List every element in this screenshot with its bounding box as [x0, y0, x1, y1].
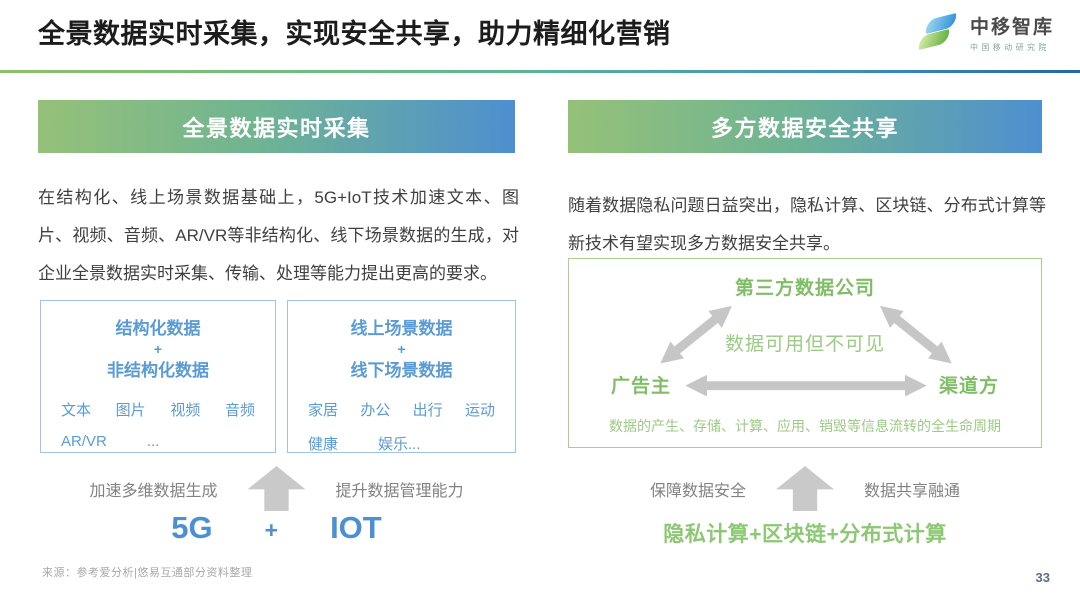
box-title-line2: 线下场景数据: [350, 361, 453, 380]
plus-sign: +: [153, 341, 163, 357]
box-title-line1: 线上场景数据: [350, 319, 453, 338]
caption-right: 数据共享融通: [864, 482, 961, 500]
diagram-channel-label: 渠道方: [938, 376, 999, 397]
diagram-arrows: [660, 305, 952, 397]
box-item: 音频: [224, 402, 255, 419]
right-tech-row: 隐私计算+区块链+分布式计算: [663, 523, 947, 546]
title-divider: [0, 70, 1080, 73]
box-item: 文本: [61, 402, 92, 419]
box-items-row: 健康 娱乐...: [288, 433, 515, 454]
left-panel-header: 全景数据实时采集: [38, 100, 515, 153]
box-item: 图片: [115, 402, 146, 419]
data-sharing-diagram: 第三方数据公司 数据可用但不可见 广告主 渠道方 数据的产生、存储、计算、应用、…: [568, 258, 1042, 448]
box-title-line1: 结构化数据: [115, 319, 201, 338]
tech-5g-label: 5G: [171, 510, 213, 545]
diagram-third-party-label: 第三方数据公司: [734, 278, 875, 299]
logo-subtitle: 中国移动研究院: [969, 42, 1050, 52]
box-items-row: AR/VR ...: [41, 433, 275, 450]
right-arrow-row: 保障数据安全 数据共享融通: [568, 466, 1042, 511]
tech-iot-label: IOT: [330, 510, 382, 545]
diagram-advertiser-label: 广告主: [611, 376, 672, 397]
caption-left: 加速多维数据生成: [89, 482, 218, 500]
scene-data-box-title: 线上场景数据 + 线下场景数据: [288, 316, 515, 383]
left-tech-row: 5G + IOT: [38, 510, 515, 546]
box-items-row: 家居 办公 出行 运动: [288, 399, 515, 420]
right-panel-header: 多方数据安全共享: [568, 100, 1042, 153]
plus-sign: +: [397, 341, 406, 357]
structured-data-box: 结构化数据 + 非结构化数据 文本 图片 视频 音频 AR/VR ...: [40, 300, 276, 453]
box-items-row: 文本 图片 视频 音频: [41, 399, 275, 420]
caption-left: 保障数据安全: [649, 482, 746, 500]
source-note: 来源：参考爱分析|悠易互通部分资料整理: [42, 567, 253, 579]
diagram-center-label: 数据可用但不可见: [724, 334, 885, 355]
logo-leaf-green-icon: [918, 28, 950, 51]
logo-text: 中移智库 中国移动研究院: [970, 12, 1054, 53]
left-arrow-row: 加速多维数据生成 提升数据管理能力: [38, 466, 515, 511]
page-number: 33: [1035, 570, 1050, 585]
left-panel-paragraph: 在结构化、线上场景数据基础上，5G+IoT技术加速文本、图片、视频、音频、AR/…: [38, 188, 519, 283]
box-item: 出行: [412, 402, 443, 419]
structured-data-box-title: 结构化数据 + 非结构化数据: [41, 316, 275, 383]
right-panel-paragraph: 随着数据隐私问题日益突出，隐私计算、区块链、分布式计算等新技术有望实现多方数据安…: [568, 196, 1046, 253]
box-title-line2: 非结构化数据: [107, 361, 209, 380]
caption-right: 提升数据管理能力: [335, 482, 464, 500]
box-item: AR/VR: [61, 433, 107, 450]
diagram-lifecycle-label: 数据的产生、存储、计算、应用、销毁等信息流转的全生命周期: [609, 418, 1001, 434]
box-item: 健康: [308, 436, 339, 453]
box-item: 家居: [308, 402, 339, 419]
logo: 中移智库 中国移动研究院: [915, 9, 1054, 55]
box-item: 运动: [464, 402, 495, 419]
up-arrow-icon: [247, 466, 306, 511]
box-item: 娱乐...: [378, 436, 421, 453]
up-arrow-icon: [776, 466, 834, 511]
plus-sign: +: [264, 517, 279, 543]
logo-icon: [915, 9, 961, 55]
page-title: 全景数据实时采集，实现安全共享，助力精细化营销: [38, 19, 671, 49]
scene-data-box: 线上场景数据 + 线下场景数据 家居 办公 出行 运动 健康 娱乐...: [287, 300, 516, 453]
box-item: 视频: [170, 402, 201, 419]
box-item: 办公: [360, 402, 391, 419]
box-item: ...: [146, 433, 160, 450]
logo-name: 中移智库: [969, 16, 1054, 38]
double-arrow-right-diagonal: [879, 305, 952, 364]
double-arrow-left-diagonal: [660, 305, 733, 364]
